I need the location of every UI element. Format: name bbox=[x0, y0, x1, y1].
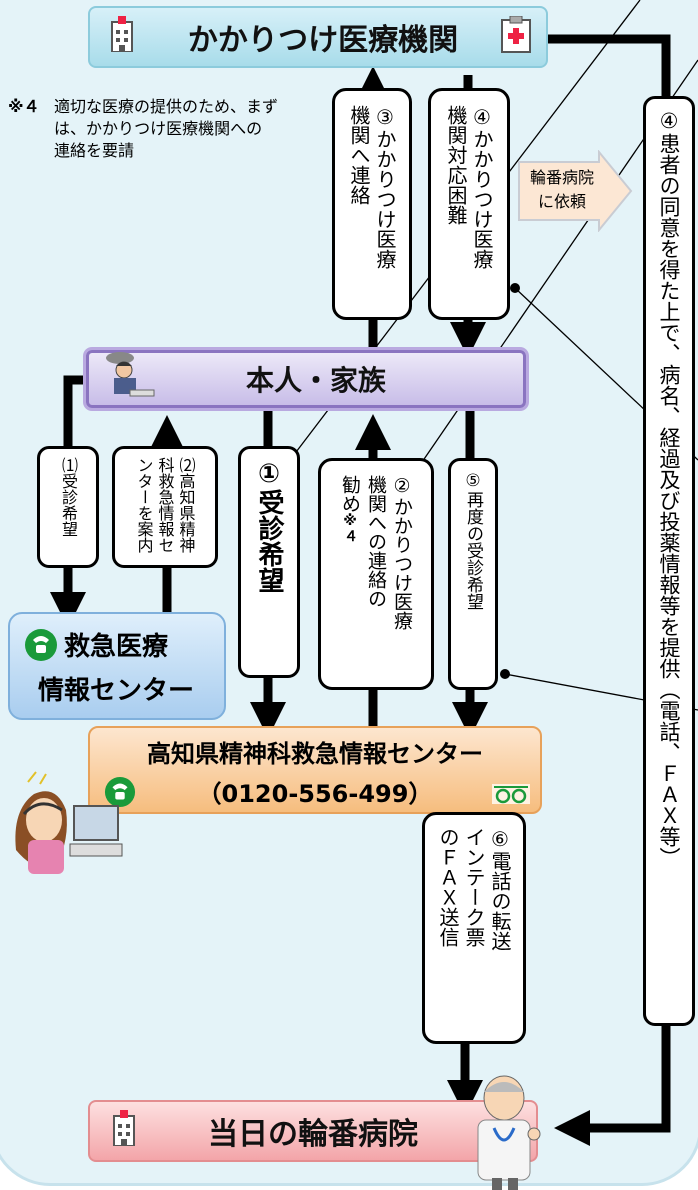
worried-person-icon bbox=[100, 348, 156, 404]
step-2small-line1: 高知県精神 bbox=[176, 473, 196, 553]
patient-family-label: 本人・家族 bbox=[245, 364, 386, 397]
step-6-line2: インテーク票 bbox=[462, 827, 486, 947]
step-4b-box: ④患者の同意を得た上で、病名、経過及び投薬情報等を提供（電話、ＦＡＸ等） bbox=[643, 96, 695, 1026]
step-5-mark: ⑤ bbox=[463, 471, 483, 491]
doctor-icon bbox=[464, 1072, 544, 1190]
step-1-text: 受診希望 bbox=[254, 489, 284, 593]
step-6-line3: のＦＡＸ送信 bbox=[436, 827, 460, 947]
step-4-line1: かかりつけ医療 bbox=[470, 129, 494, 269]
note-4-mark: ※４ bbox=[8, 97, 40, 116]
rotation-hospital-label: 当日の輪番病院 bbox=[208, 1117, 418, 1152]
step-4-mark: ④ bbox=[470, 105, 494, 129]
free-dial-icon bbox=[492, 784, 530, 804]
request-line2: に依頼 bbox=[537, 192, 586, 211]
request-bubble: 輪番病院 に依頼 bbox=[517, 150, 633, 232]
step-2-mark: ② bbox=[391, 475, 413, 497]
step-4-line2: 機関対応困難 bbox=[444, 105, 468, 225]
step-1small-box: ⑴受診希望 bbox=[37, 446, 99, 568]
step-4b-text: 患者の同意を得た上で、病名、経過及び投薬情報等を提供（電話、ＦＡＸ等） bbox=[657, 133, 681, 868]
step-2small-line2: 科救急情報セ bbox=[155, 457, 175, 553]
psych-center-name: 高知県精神科救急情報センター bbox=[147, 740, 483, 768]
step-2-line1: かかりつけ医療 bbox=[391, 497, 413, 630]
step-6-box: ⑥電話の転送インテーク票のＦＡＸ送信 bbox=[422, 812, 526, 1044]
rotation-hospital-box: 当日の輪番病院 bbox=[88, 1100, 538, 1162]
clipboard-cross-icon bbox=[500, 16, 532, 54]
step-2small-box: ⑵高知県精神科救急情報センターを案内 bbox=[112, 446, 218, 568]
step-1-box: ①受診希望 bbox=[238, 446, 300, 678]
family-doctor-label: かかりつけ医療機関 bbox=[187, 23, 459, 58]
step-1small-mark: ⑴ bbox=[59, 457, 78, 473]
note-4: ※４ 適切な医療の提供のため、まずは、かかりつけ医療機関への連絡を要請 bbox=[8, 96, 278, 162]
phone-icon bbox=[104, 776, 136, 808]
step-6-mark: ⑥ bbox=[488, 827, 512, 851]
phone-icon bbox=[24, 628, 58, 662]
step-2small-line3: ンターを案内 bbox=[134, 457, 154, 553]
step-2-line2: 機関への連絡の bbox=[365, 475, 387, 608]
hospital-icon bbox=[112, 1110, 136, 1146]
hospital-icon bbox=[110, 16, 134, 52]
request-line1: 輪番病院 bbox=[529, 168, 594, 187]
step-3-box: ③かかりつけ医療機関へ連絡 bbox=[332, 88, 412, 320]
step-3-line2: 機関へ連絡 bbox=[347, 105, 371, 205]
step-2-box: ②かかりつけ医療機関への連絡の勧め※４ bbox=[318, 458, 434, 690]
step-1small-text: 受診希望 bbox=[59, 473, 78, 537]
family-doctor-box: かかりつけ医療機関 bbox=[88, 6, 548, 68]
step-3-line1: かかりつけ医療 bbox=[373, 129, 397, 269]
psych-center-phone: （0120-556-499） bbox=[197, 780, 433, 808]
patient-family-box: 本人・家族 bbox=[86, 350, 526, 408]
psych-center-box: 高知県精神科救急情報センター （0120-556-499） bbox=[88, 726, 542, 814]
step-2-line3: 勧め bbox=[339, 475, 361, 513]
step-1-mark: ① bbox=[254, 459, 284, 489]
note-4-text: 適切な医療の提供のため、まずは、かかりつけ医療機関への連絡を要請 bbox=[54, 97, 279, 160]
step-4-box: ④かかりつけ医療機関対応困難 bbox=[428, 88, 510, 320]
emergency-line2: 情報センター bbox=[38, 676, 195, 706]
step-2small-mark: ⑵ bbox=[176, 457, 196, 473]
emergency-center-box: 救急医療 情報センター bbox=[8, 612, 226, 720]
step-5-box: ⑤再度の受診希望 bbox=[448, 458, 498, 690]
operator-woman-icon bbox=[10, 770, 126, 878]
step-2-note: ※４ bbox=[342, 513, 358, 543]
step-5-text: 再度の受診希望 bbox=[463, 491, 483, 610]
emergency-line1: 救急医療 bbox=[64, 632, 169, 662]
step-6-line1: 電話の転送 bbox=[488, 851, 512, 951]
step-4b-mark: ④ bbox=[657, 109, 681, 133]
step-3-mark: ③ bbox=[373, 105, 397, 129]
